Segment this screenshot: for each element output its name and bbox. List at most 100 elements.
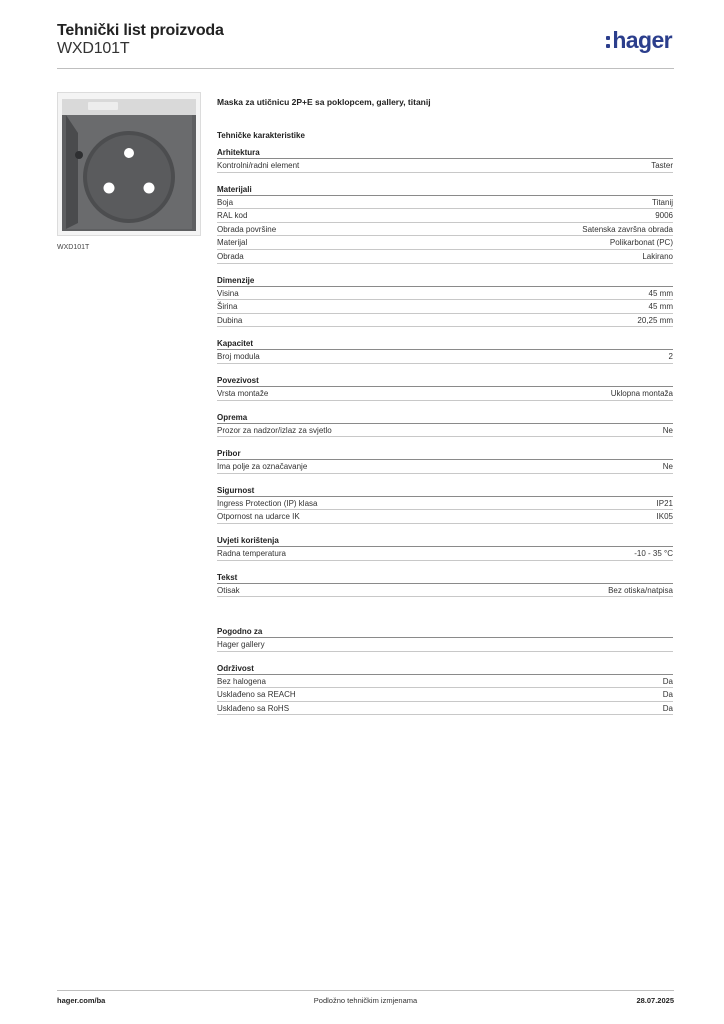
logo-dots-icon: [606, 36, 611, 48]
spec-label: RAL kod: [217, 211, 248, 221]
spec-label: Otisak: [217, 585, 240, 595]
spec-value: Da: [662, 690, 673, 700]
spec-label: Dubina: [217, 315, 243, 325]
spec-row: Širina 45 mm: [217, 300, 673, 314]
footer-notice: Podložno tehničkim izmjenama: [313, 996, 418, 1005]
spec-group-title: Održivost: [217, 664, 673, 675]
spec-value: Ne: [662, 425, 673, 435]
spec-group-title: Materijali: [217, 185, 673, 196]
spec-content: Maska za utičnicu 2P+E sa poklopcem, gal…: [217, 96, 673, 716]
spec-group-title: Arhitektura: [217, 148, 673, 159]
spec-label: Prozor za nadzor/izlaz za svjetlo: [217, 425, 332, 435]
spec-group-title: Tekst: [217, 573, 673, 584]
spec-value: Lakirano: [642, 251, 673, 261]
spec-row: Broj modula 2: [217, 350, 673, 364]
spec-value: -10 - 35 °C: [634, 548, 673, 558]
spec-value: Uklopna montaža: [610, 388, 673, 398]
spec-row: Usklađeno sa RoHS Da: [217, 702, 673, 716]
spec-label: Radna temperatura: [217, 548, 286, 558]
spec-label: Ima polje za označavanje: [217, 462, 308, 472]
spec-label: Bez halogena: [217, 676, 266, 686]
spec-label: Vrsta montaže: [217, 388, 269, 398]
spec-label: Obrada: [217, 251, 244, 261]
product-title: Maska za utičnicu 2P+E sa poklopcem, gal…: [217, 97, 431, 107]
spec-label: Materijal: [217, 238, 248, 248]
spec-row: Hager gallery: [217, 638, 673, 652]
spec-value: Bez otiska/natpisa: [608, 585, 673, 595]
spec-value: Taster: [651, 161, 673, 170]
spec-label: Usklađeno sa RoHS: [217, 703, 290, 713]
spec-label: Visina: [217, 288, 239, 298]
logo-text: hager: [612, 26, 672, 53]
spec-value: Polikarbonat (PC): [609, 238, 673, 248]
spec-group-title: Sigurnost: [217, 486, 673, 497]
spec-row: Ima polje za označavanje Ne: [217, 460, 673, 474]
spec-label: Hager gallery: [217, 640, 265, 650]
spec-value: IK05: [656, 512, 673, 522]
spec-label: Otpornost na udarce IK: [217, 512, 300, 522]
spec-label: Usklađeno sa REACH: [217, 690, 296, 700]
spec-value: Ne: [662, 462, 673, 472]
spec-label: Obrada površine: [217, 224, 277, 234]
spec-row: Visina 45 mm: [217, 287, 673, 301]
spec-group-title: Dimenzije: [217, 276, 673, 287]
spec-row: Otpornost na udarce IK IK05: [217, 510, 673, 524]
spec-group-title: Povezivost: [217, 376, 673, 387]
spec-row: Obrada Lakirano: [217, 250, 673, 264]
spec-row: Radna temperatura -10 - 35 °C: [217, 547, 673, 561]
spec-row: Materijal Polikarbonat (PC): [217, 236, 673, 250]
spec-value: Da: [662, 676, 673, 686]
spec-row: Vrsta montaže Uklopna montaža: [217, 387, 673, 401]
socket-cover-icon: [58, 93, 200, 235]
spec-value: 45 mm: [648, 288, 673, 298]
footer-website: hager.com/ba: [57, 996, 106, 1005]
spec-row: Bez halogena Da: [217, 675, 673, 689]
spec-value: 2: [668, 352, 673, 362]
spec-group-title: Kapacitet: [217, 339, 673, 351]
spec-row: Dubina 20,25 mm: [217, 314, 673, 328]
spec-value: Da: [662, 703, 673, 713]
product-image: [57, 92, 201, 236]
product-code: WXD101T: [57, 40, 130, 57]
spec-row: Prozor za nadzor/izlaz za svjetlo Ne: [217, 424, 673, 438]
spec-row: Ingress Protection (IP) klasa IP21: [217, 497, 673, 511]
characteristics-heading: Tehničke karakteristike: [217, 131, 305, 140]
spec-label: Kontrolni/radni element: [217, 161, 300, 170]
spec-value: 20,25 mm: [637, 315, 673, 325]
spec-label: Širina: [217, 302, 238, 312]
spec-value: IP21: [656, 498, 673, 508]
spec-value: 9006: [655, 211, 673, 221]
footer-date: 28.07.2025: [636, 996, 674, 1005]
spec-value: 45 mm: [648, 302, 673, 312]
hager-logo: hager: [606, 26, 673, 54]
spec-row: Otisak Bez otiska/natpisa: [217, 584, 673, 598]
spec-row: Kontrolni/radni element Taster: [217, 159, 673, 173]
spec-label: Ingress Protection (IP) klasa: [217, 498, 318, 508]
page-header: Tehnički list proizvoda WXD101T hager: [57, 20, 674, 70]
spec-group-title: Pribor: [217, 449, 673, 461]
spec-label: Broj modula: [217, 352, 260, 362]
header-divider: [57, 68, 674, 69]
document-title: Tehnički list proizvoda: [57, 22, 224, 39]
spec-group-title: Uvjeti korištenja: [217, 536, 673, 547]
spec-value: Titanij: [651, 197, 673, 207]
spec-row: Usklađeno sa REACH Da: [217, 688, 673, 702]
spec-group-title: Oprema: [217, 413, 673, 424]
page-footer: hager.com/ba Podložno tehničkim izmjenam…: [57, 996, 674, 1010]
footer-divider: [57, 990, 674, 991]
image-caption: WXD101T: [57, 244, 90, 251]
